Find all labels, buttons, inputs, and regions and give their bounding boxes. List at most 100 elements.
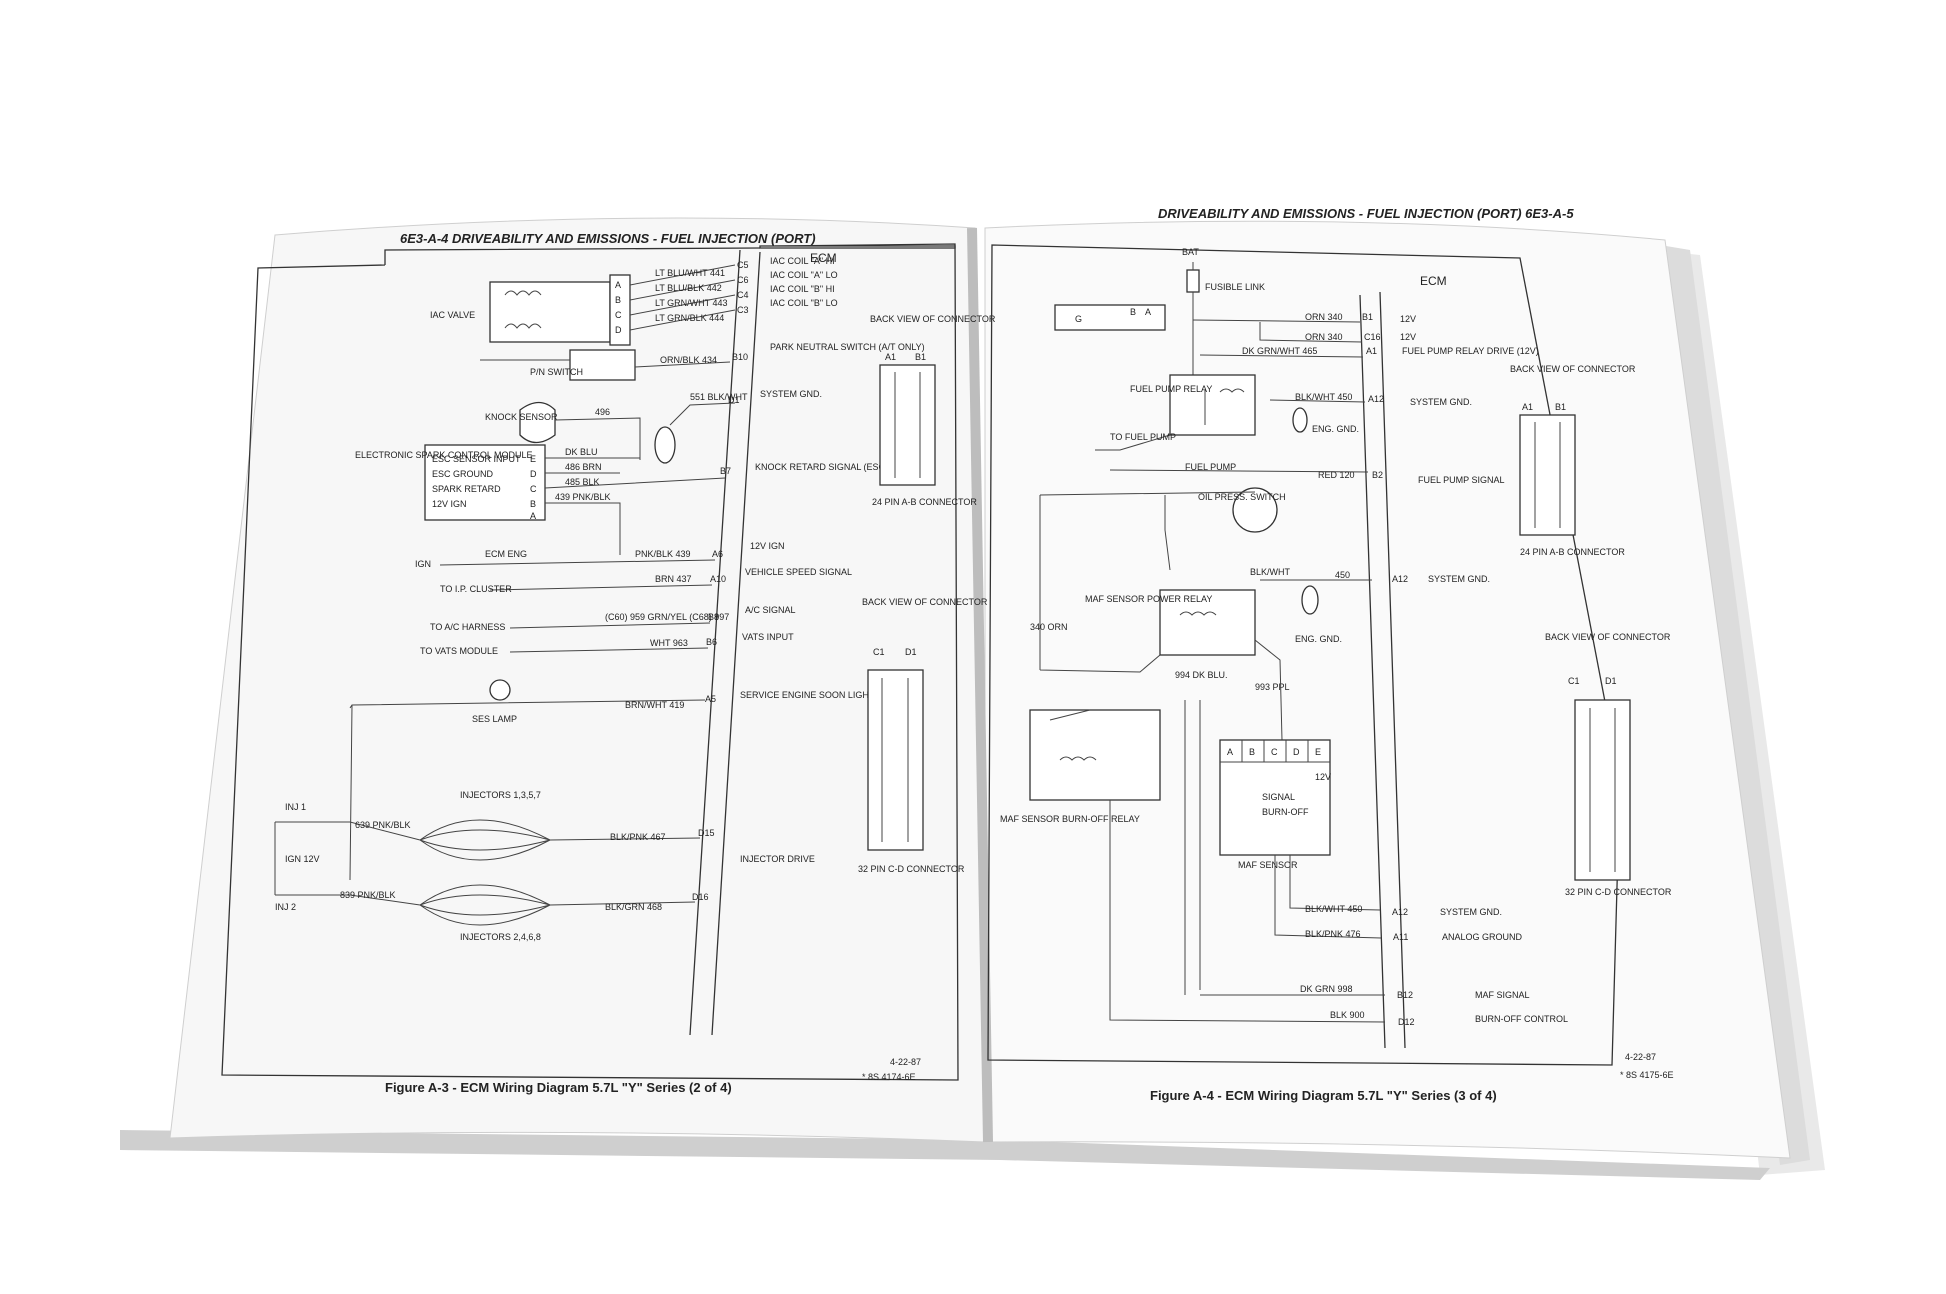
right-connector-ab: BACK VIEW OF CONNECTOR A1 B1 24 PIN A-B … bbox=[1510, 364, 1636, 557]
r-row5-wire: RED 120 bbox=[1318, 470, 1355, 480]
rb-row1-wire: BLK/WHT 450 bbox=[1305, 904, 1362, 914]
aldl-pin-a: A bbox=[1145, 307, 1151, 317]
fuel-pump-label: FUEL PUMP bbox=[1185, 462, 1236, 472]
iac-fn-3: IAC COIL "B" HI bbox=[770, 284, 835, 294]
right-cd-pins bbox=[1589, 708, 1616, 872]
inj-feed2: 839 PNK/BLK bbox=[340, 890, 396, 900]
right-ab-tab-b1: B1 bbox=[1555, 402, 1566, 412]
maf-power-relay-coil bbox=[1179, 611, 1217, 616]
esc-row-4: 12V IGN bbox=[432, 499, 467, 509]
maf-power-relay: MAF SENSOR POWER RELAY BLK/WHT ENG. GND.… bbox=[1030, 495, 1342, 741]
r-row2-pin: C16 bbox=[1364, 332, 1381, 342]
right-cd-tab-d1: D1 bbox=[1605, 676, 1617, 686]
ses-lamp-bulb bbox=[489, 679, 511, 701]
injectors-bank1-label: INJECTORS 1,3,5,7 bbox=[460, 790, 541, 800]
left-cd-title: BACK VIEW OF CONNECTOR bbox=[862, 597, 988, 607]
ses-lamp-label: SES LAMP bbox=[472, 714, 517, 724]
r-row1-wire: ORN 340 bbox=[1305, 312, 1343, 322]
left-ab-tab-a1: A1 bbox=[885, 352, 896, 362]
iac-pin-d: D bbox=[615, 325, 622, 335]
rb-row1-fn: SYSTEM GND. bbox=[1440, 907, 1502, 917]
injectors: INJECTORS 1,3,5,7 INJECTORS 2,4,6,8 INJ … bbox=[274, 790, 815, 942]
esc-module-box bbox=[424, 444, 546, 521]
maf-power-relay-box bbox=[1159, 589, 1256, 656]
left-ab-pins bbox=[894, 372, 921, 478]
esc-module-label: ELECTRONIC SPARK CONTROL MODULE bbox=[355, 450, 533, 460]
eng-gnd-label-1: ENG. GND. bbox=[1312, 424, 1359, 434]
ac-wire bbox=[509, 622, 711, 629]
injectors-bank2 bbox=[419, 884, 551, 926]
left-code: * 8S 4174-6E bbox=[862, 1072, 916, 1082]
iac-fn-1: IAC COIL "A" HI bbox=[770, 256, 835, 266]
left-ab-label: 24 PIN A-B CONNECTOR bbox=[872, 497, 977, 507]
fuel-pump-relay-label: FUEL PUMP RELAY bbox=[1130, 384, 1212, 394]
r-row4-wire: BLK/WHT 450 bbox=[1295, 392, 1352, 402]
left-connector-cd: BACK VIEW OF CONNECTOR C1 D1 32 PIN C-D … bbox=[858, 597, 988, 874]
left-circuits: IGN ECM ENG PNK/BLK 439 A6 12V IGN TO I.… bbox=[415, 541, 852, 656]
esc-wire-1: DK BLU bbox=[565, 447, 598, 457]
ecm-eng-fuse-label: ECM ENG bbox=[485, 549, 527, 559]
right-ab-title: BACK VIEW OF CONNECTOR bbox=[1510, 364, 1636, 374]
maf-pin-e: E bbox=[1315, 747, 1321, 757]
iac-valve: IAC VALVE A B C D LT BLU/WHT 441 LT BLU/… bbox=[430, 256, 838, 346]
left-cd-pins bbox=[881, 678, 909, 842]
knock-sensor-shape bbox=[519, 401, 556, 444]
esc-pin-d: D bbox=[530, 469, 537, 479]
rb-row4-fn: BURN-OFF CONTROL bbox=[1475, 1014, 1568, 1024]
inj-feed1: 639 PNK/BLK bbox=[355, 820, 411, 830]
pn-switch-wire bbox=[480, 359, 731, 368]
r-row1-fn: 12V bbox=[1400, 314, 1416, 324]
iac-fn-4: IAC COIL "B" LO bbox=[770, 298, 838, 308]
right-top-rows: ORN 340 B1 12V ORN 340 C16 12V DK GRN/WH… bbox=[1109, 312, 1539, 584]
right-ab-label: 24 PIN A-B CONNECTOR bbox=[1520, 547, 1625, 557]
ppl-label: 993 PPL bbox=[1255, 682, 1290, 692]
fusible-link-label: FUSIBLE LINK bbox=[1205, 282, 1265, 292]
left-ecm-box bbox=[689, 249, 761, 1036]
iac-ecm-pin-1: C5 bbox=[737, 260, 749, 270]
left-diagram: 6E3-A-4 DRIVEABILITY AND EMISSIONS - FUE… bbox=[221, 231, 996, 1095]
r-row3-wire: DK GRN/WHT 465 bbox=[1242, 346, 1317, 356]
iac-coils bbox=[504, 290, 542, 329]
left-border bbox=[221, 243, 959, 1081]
to-fuel-pump-label: TO FUEL PUMP bbox=[1110, 432, 1176, 442]
r-row3-pin: A1 bbox=[1366, 346, 1377, 356]
vats-wire bbox=[509, 647, 709, 653]
iac-body bbox=[489, 281, 611, 343]
right-cd-label: 32 PIN C-D CONNECTOR bbox=[1565, 887, 1672, 897]
vss-fn: VEHICLE SPEED SIGNAL bbox=[745, 567, 852, 577]
left-ecm-top bbox=[759, 245, 956, 249]
r-row2-wire: ORN 340 bbox=[1305, 332, 1343, 342]
iac-pin-b: B bbox=[615, 295, 621, 305]
knock-wire-label: 496 bbox=[595, 407, 610, 417]
right-cd-title: BACK VIEW OF CONNECTOR bbox=[1545, 632, 1671, 642]
right-code: * 8S 4175-6E bbox=[1620, 1070, 1674, 1080]
aldl-pin-g: G bbox=[1075, 314, 1082, 324]
r-row4-pin: A12 bbox=[1368, 394, 1384, 404]
iac-wire-2: LT BLU/BLK 442 bbox=[655, 283, 722, 293]
right-page bbox=[984, 220, 1791, 1159]
dk-blu-label: 994 DK BLU. bbox=[1175, 670, 1228, 680]
left-ab-body bbox=[879, 364, 936, 486]
right-cd-body bbox=[1574, 699, 1631, 881]
iac-ecm-pin-4: C3 bbox=[737, 305, 749, 315]
r-row3-fn: FUEL PUMP RELAY DRIVE (12V) bbox=[1402, 346, 1539, 356]
left-cd-tab-d1: D1 bbox=[905, 647, 917, 657]
right-ab-pins bbox=[1534, 422, 1561, 528]
ses-wire-label: BRN/WHT 419 bbox=[625, 700, 684, 710]
inj1-label: INJ 1 bbox=[285, 802, 306, 812]
r-row5-fn: FUEL PUMP SIGNAL bbox=[1418, 475, 1505, 485]
maf-power-relay-label: MAF SENSOR POWER RELAY bbox=[1085, 594, 1212, 604]
burnoff-wire bbox=[1109, 800, 1386, 1023]
esc-pin-b: B bbox=[530, 499, 536, 509]
left-cd-tab-c1: C1 bbox=[873, 647, 885, 657]
rb-row4-pin: D12 bbox=[1398, 1017, 1415, 1027]
r-row6-pin: A12 bbox=[1392, 574, 1408, 584]
esc-row-3: SPARK RETARD bbox=[432, 484, 501, 494]
aldl-connector bbox=[1054, 304, 1166, 331]
inj2-label: INJ 2 bbox=[275, 902, 296, 912]
spine-shadow bbox=[967, 227, 993, 1143]
maf-pin-b: B bbox=[1249, 747, 1255, 757]
rb-row3-pin: B12 bbox=[1397, 990, 1413, 1000]
